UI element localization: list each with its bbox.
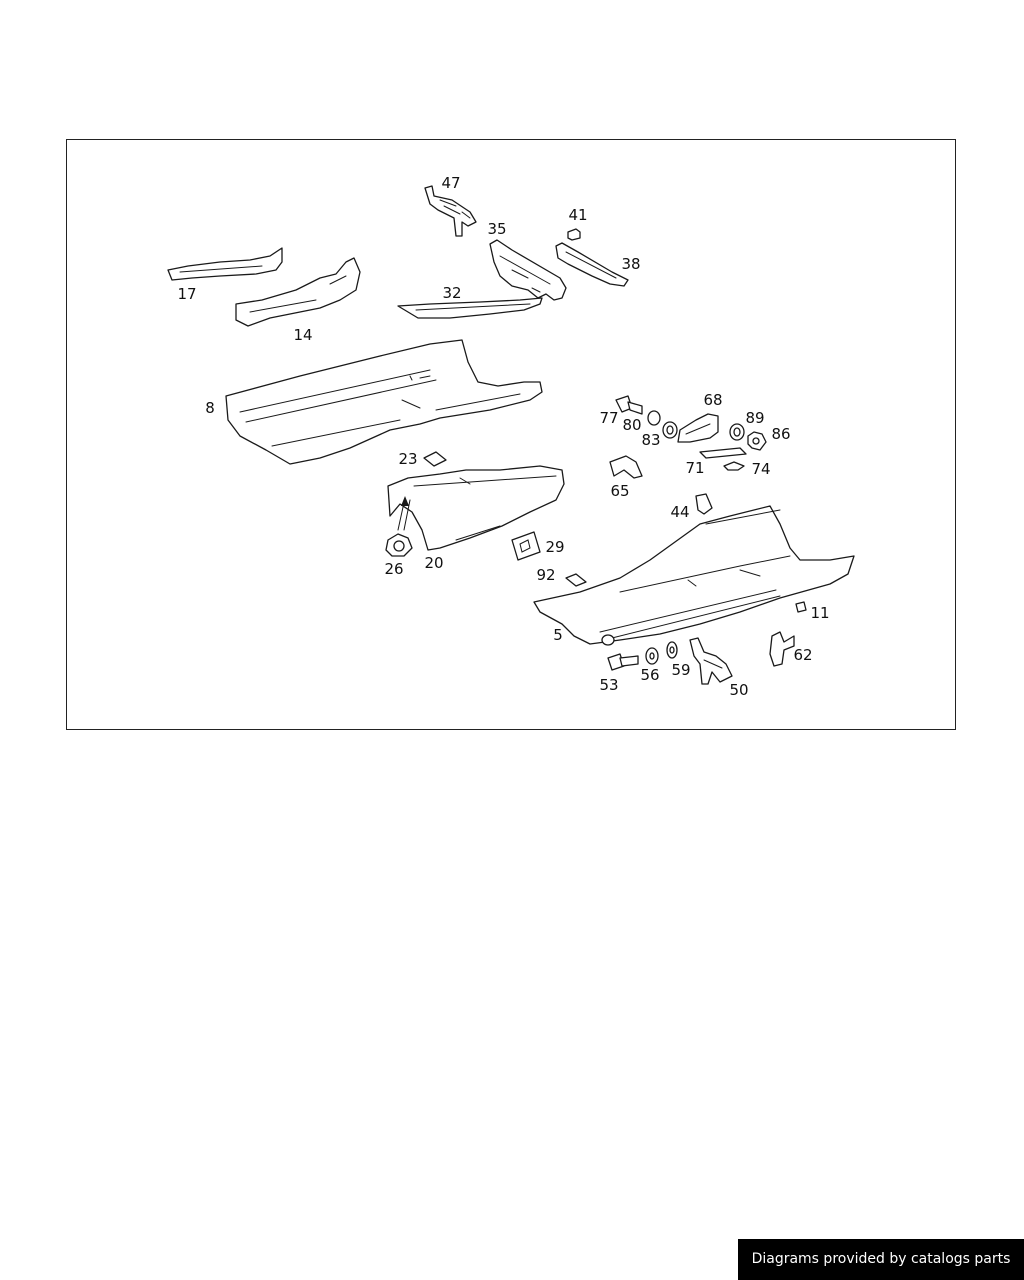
callout-26: 26 bbox=[384, 560, 403, 578]
part-71-strap[interactable] bbox=[699, 447, 747, 459]
diagram-frame bbox=[66, 139, 956, 730]
part-83-washer[interactable] bbox=[662, 421, 678, 439]
callout-80: 80 bbox=[622, 416, 641, 434]
part-44-clip[interactable] bbox=[695, 493, 713, 515]
callout-59: 59 bbox=[671, 661, 690, 679]
callout-71: 71 bbox=[685, 459, 704, 477]
part-86-nut[interactable] bbox=[747, 431, 767, 451]
callout-29: 29 bbox=[545, 538, 564, 556]
callout-14: 14 bbox=[293, 326, 312, 344]
part-92-clip[interactable] bbox=[565, 573, 587, 587]
part-38-crossmember[interactable] bbox=[555, 242, 629, 287]
part-50-bracket[interactable] bbox=[689, 637, 733, 685]
part-74-clip[interactable] bbox=[723, 461, 745, 471]
part-11-clip[interactable] bbox=[795, 601, 807, 613]
callout-56: 56 bbox=[640, 666, 659, 684]
part-35-crossmember[interactable] bbox=[489, 239, 567, 301]
part-68-bracket[interactable] bbox=[677, 413, 719, 443]
part-47-bracket[interactable] bbox=[424, 185, 477, 237]
callout-83: 83 bbox=[641, 431, 660, 449]
part-65-bracket[interactable] bbox=[609, 455, 643, 479]
callout-32: 32 bbox=[442, 284, 461, 302]
part-8-floor-pan[interactable] bbox=[225, 339, 543, 465]
part-17-rail[interactable] bbox=[167, 247, 283, 281]
part-26-mount[interactable] bbox=[385, 533, 413, 557]
callout-53: 53 bbox=[599, 676, 618, 694]
arrow-to-part-26 bbox=[397, 496, 409, 531]
part-56-washer[interactable] bbox=[645, 647, 659, 665]
part-59-washer[interactable] bbox=[666, 641, 678, 659]
callout-17: 17 bbox=[177, 285, 196, 303]
callout-74: 74 bbox=[751, 460, 770, 478]
part-80-washer[interactable] bbox=[647, 410, 661, 426]
part-23-clip[interactable] bbox=[423, 451, 447, 467]
part-77-bolt[interactable] bbox=[615, 395, 643, 415]
callout-44: 44 bbox=[670, 503, 689, 521]
callout-50: 50 bbox=[729, 681, 748, 699]
callout-35: 35 bbox=[487, 220, 506, 238]
part-41-clip[interactable] bbox=[567, 228, 581, 241]
callout-5: 5 bbox=[553, 626, 563, 644]
callout-47: 47 bbox=[441, 174, 460, 192]
part-32-rail[interactable] bbox=[397, 297, 543, 319]
callout-65: 65 bbox=[610, 482, 629, 500]
callout-62: 62 bbox=[793, 646, 812, 664]
part-89-washer[interactable] bbox=[729, 423, 745, 441]
callout-8: 8 bbox=[205, 399, 215, 417]
diagram-credit-badge: Diagrams provided by catalogs parts bbox=[738, 1239, 1024, 1280]
callout-41: 41 bbox=[568, 206, 587, 224]
callout-23: 23 bbox=[398, 450, 417, 468]
callout-20: 20 bbox=[424, 554, 443, 572]
part-14-rail[interactable] bbox=[235, 257, 361, 327]
part-29-plate[interactable] bbox=[511, 531, 541, 561]
callout-89: 89 bbox=[745, 409, 764, 427]
part-53-bolt[interactable] bbox=[607, 653, 639, 671]
callout-77: 77 bbox=[599, 409, 618, 427]
part-5-floor-pan[interactable] bbox=[533, 505, 855, 646]
callout-38: 38 bbox=[621, 255, 640, 273]
callout-11: 11 bbox=[810, 604, 829, 622]
callout-68: 68 bbox=[703, 391, 722, 409]
part-20-side-member[interactable] bbox=[387, 465, 565, 551]
part-62-bracket[interactable] bbox=[769, 631, 795, 667]
callout-92: 92 bbox=[536, 566, 555, 584]
callout-86: 86 bbox=[771, 425, 790, 443]
